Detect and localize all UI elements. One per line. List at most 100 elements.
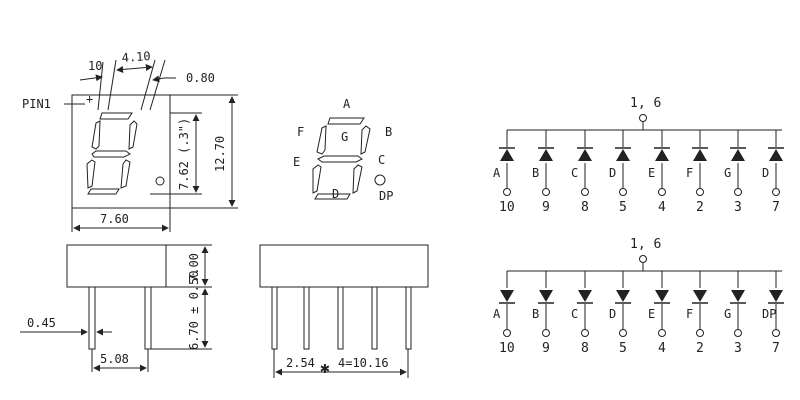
common-pin-terminal xyxy=(639,255,647,263)
segment-label: C xyxy=(571,166,578,180)
led-diode xyxy=(655,290,669,302)
pin-number: 2 xyxy=(696,200,704,215)
pitch-total-label: 4=10.16 xyxy=(338,356,389,370)
side-pin-right xyxy=(144,286,152,350)
dim-arrow-10 xyxy=(79,74,103,82)
segment-label: D xyxy=(762,166,769,180)
led-diode xyxy=(578,290,592,302)
led-diode xyxy=(500,149,514,161)
map-seg-e xyxy=(312,164,322,194)
seg-c-shape xyxy=(120,159,131,189)
led-diode xyxy=(500,290,514,302)
led-diode xyxy=(578,149,592,161)
segment-label: A xyxy=(493,166,501,180)
bottom-pin-5 xyxy=(405,286,412,350)
segment-label: DP xyxy=(762,307,776,321)
side-pin-left xyxy=(88,286,96,350)
seg-a-shape xyxy=(99,112,133,120)
map-label-g: G xyxy=(341,130,348,144)
bottom-body xyxy=(259,244,429,288)
ext-line xyxy=(149,59,166,111)
dim-4-10-label: 4.10 xyxy=(121,49,151,65)
bottom-pin-2 xyxy=(303,286,310,350)
digit-segments xyxy=(86,112,138,195)
pin-terminal xyxy=(581,329,589,337)
common-pin-terminal xyxy=(639,114,647,122)
map-label-a: A xyxy=(343,97,351,111)
segment-label: B xyxy=(532,166,539,180)
dim-10-label: 10 xyxy=(88,59,102,73)
front-view xyxy=(64,59,238,232)
pin-terminal xyxy=(619,188,627,196)
pin-terminal xyxy=(772,329,780,337)
pin-number: 4 xyxy=(658,200,666,215)
pin-number: 8 xyxy=(581,341,589,356)
map-label-c: C xyxy=(378,153,385,167)
dp-dot xyxy=(155,176,165,186)
pin1-label: PIN1 xyxy=(22,97,51,111)
pin-number: 10 xyxy=(499,200,515,215)
segment-label: E xyxy=(648,166,655,180)
segment-label: G xyxy=(724,166,731,180)
map-label-f: F xyxy=(297,125,304,139)
dim-arrow-4-10 xyxy=(116,64,153,73)
map-label-e: E xyxy=(293,155,300,169)
pin1-marker: + xyxy=(86,92,93,106)
segment-label: A xyxy=(493,307,501,321)
led-diode xyxy=(693,149,707,161)
seg-g-shape xyxy=(91,150,131,158)
pin-number: 10 xyxy=(499,341,515,356)
bottom-pin-3 xyxy=(337,286,344,350)
led-diode xyxy=(769,290,783,302)
segment-label: E xyxy=(648,307,655,321)
pin-terminal xyxy=(734,188,742,196)
pin-terminal xyxy=(581,188,589,196)
pin-terminal xyxy=(696,188,704,196)
segment-map xyxy=(312,117,386,200)
led-diode xyxy=(693,290,707,302)
pin-number: 3 xyxy=(734,341,742,356)
map-seg-g xyxy=(317,155,363,163)
segment-label: D xyxy=(609,307,616,321)
dim-7-00-label: 7.00 xyxy=(187,253,201,282)
pin-number: 9 xyxy=(542,200,550,215)
map-seg-a xyxy=(327,117,365,125)
pin-terminal xyxy=(542,329,550,337)
pin-terminal xyxy=(503,188,511,196)
common-pin-label: 1, 6 xyxy=(630,96,661,111)
dim-7-60-label: 7.60 xyxy=(100,212,129,226)
ext-line xyxy=(97,61,104,111)
dim-6-70-label: 6.70 ± 0.50 xyxy=(187,271,201,350)
led-diode xyxy=(731,149,745,161)
led-diode xyxy=(769,149,783,161)
pin-number: 2 xyxy=(696,341,704,356)
seg-e-shape xyxy=(86,159,96,189)
map-seg-f xyxy=(316,125,327,155)
pin-terminal xyxy=(542,188,550,196)
pin-number: 9 xyxy=(542,341,550,356)
pin-terminal xyxy=(734,329,742,337)
segment-label: F xyxy=(686,166,693,180)
map-seg-c xyxy=(352,164,363,194)
map-seg-d xyxy=(314,193,351,200)
led-diode xyxy=(539,149,553,161)
map-seg-b xyxy=(360,125,371,155)
side-body xyxy=(66,244,167,288)
dim-arrow-0-80 xyxy=(152,75,165,83)
pin-terminal xyxy=(658,188,666,196)
pin-number: 5 xyxy=(619,341,627,356)
pin-terminal xyxy=(503,329,511,337)
bottom-pin-1 xyxy=(271,286,278,350)
pin-number: 5 xyxy=(619,200,627,215)
common-pin-label: 1, 6 xyxy=(630,237,661,252)
bottom-pin-4 xyxy=(371,286,378,350)
led-diode xyxy=(616,149,630,161)
map-dp-dot xyxy=(374,174,386,186)
pitch-multiplier-star: ✱ xyxy=(320,358,330,377)
ext-line xyxy=(107,59,117,111)
led-diode xyxy=(655,149,669,161)
pin-number: 7 xyxy=(772,200,780,215)
